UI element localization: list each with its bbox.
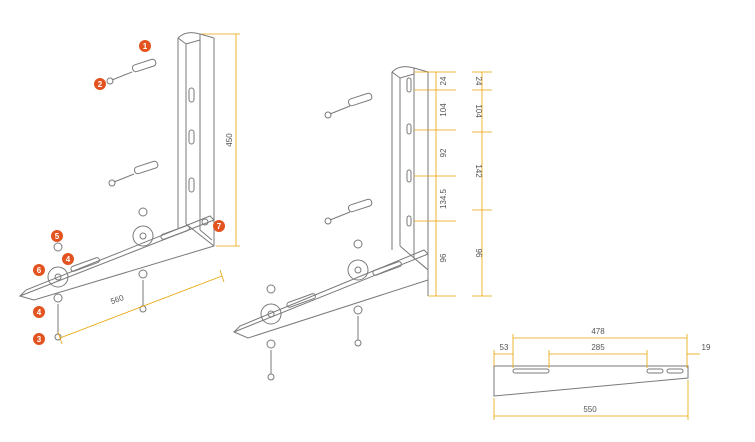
callout-label: 2 (98, 80, 103, 89)
arm-detail-profile (493, 365, 689, 397)
dim-arm-total-slot (512, 334, 688, 368)
dim-label-middle-seg-5: 96 (439, 253, 448, 262)
callout-label: 7 (217, 222, 222, 231)
left-arm-slot (160, 225, 190, 240)
left-washer-hole (139, 232, 147, 240)
arm-detail-slot (646, 368, 664, 374)
arm-detail-slot (666, 368, 684, 374)
middle-post-slot (406, 169, 412, 183)
left-post-slot (188, 177, 195, 193)
middle-wall-anchor (324, 198, 373, 225)
dim-label-arm-overall: 550 (583, 405, 597, 414)
middle-arm-slot (372, 261, 402, 276)
middle-wall-anchor (324, 92, 373, 119)
dim-label-arm-total-slot: 478 (591, 327, 605, 336)
left-wall-anchor (106, 58, 157, 85)
left-bracket (18, 32, 215, 341)
arm-detail-slot (512, 368, 550, 374)
left-horizontal-arm (18, 215, 215, 301)
left-vertical-post (177, 32, 215, 246)
dim-label-middle-right-4: 96 (474, 249, 483, 258)
middle-horizontal-arm (232, 249, 429, 339)
middle-brace (399, 245, 429, 271)
left-post-slot (188, 87, 195, 103)
dim-label-middle-seg-4: 134.5 (439, 188, 448, 209)
callout-label: 6 (37, 266, 42, 275)
middle-post-slot (406, 215, 412, 227)
callout-label: 1 (143, 42, 148, 51)
middle-nut (353, 305, 363, 315)
left-wall-anchor (108, 160, 159, 187)
dim-label-left-arm: 560 (109, 293, 125, 306)
middle-nut (266, 284, 276, 294)
dim-label-middle-seg-1: 24 (439, 76, 448, 85)
dim-label-left-height: 450 (225, 133, 234, 147)
middle-washer-hole (354, 266, 362, 274)
callout-badge: 1 (139, 40, 151, 52)
middle-nut (353, 239, 363, 249)
callout-badge: 6 (33, 264, 45, 276)
middle-washer (260, 303, 282, 325)
left-arm-slot (70, 257, 100, 272)
dim-label-middle-right-2: 104 (474, 104, 483, 118)
dim-label-middle-right-1: 24 (474, 77, 483, 86)
middle-bracket (232, 66, 429, 381)
left-washer (47, 266, 69, 288)
dim-label-middle-seg-2: 104 (439, 103, 448, 117)
callout-badge: 5 (51, 230, 63, 242)
dim-arm-overall (493, 380, 689, 420)
callout-badge: 7 (213, 220, 225, 232)
callout-badge: 4 (62, 253, 74, 265)
left-nut (53, 242, 63, 252)
dim-label-middle-right-3: 142 (474, 164, 483, 178)
callout-badge: 4 (33, 306, 45, 318)
middle-post-slot (406, 123, 412, 135)
dim-left-arm (57, 269, 225, 345)
left-washer-hole (54, 273, 62, 281)
left-nut (138, 207, 148, 217)
callout-label: 3 (37, 335, 42, 344)
middle-washer (347, 259, 369, 281)
middle-post-slot (406, 77, 412, 93)
callout-label: 4 (66, 255, 71, 264)
middle-washer-hole (267, 310, 275, 318)
callout-label: 4 (37, 308, 42, 317)
left-nut (138, 269, 148, 279)
dim-arm-sub-slots (493, 350, 700, 368)
middle-vertical-post (391, 66, 429, 296)
left-bolt-head (54, 333, 62, 341)
dim-label-arm-left-offset: 53 (500, 343, 509, 352)
dim-middle-right-column (472, 71, 492, 297)
dim-left-height (202, 33, 240, 247)
middle-arm-slot (286, 293, 316, 308)
left-brace (185, 223, 215, 247)
left-post-top (177, 37, 201, 45)
dim-label-middle-seg-3: 92 (439, 148, 448, 157)
dim-label-arm-right-offset: 19 (702, 343, 711, 352)
callout-badge: 3 (33, 333, 45, 345)
left-nut (201, 218, 209, 226)
middle-nut (266, 339, 276, 349)
left-washer (132, 225, 154, 247)
middle-bolt-head (267, 373, 275, 381)
middle-bolt-head (354, 339, 362, 347)
arm-detail (493, 365, 689, 397)
callout-badge: 2 (94, 78, 106, 90)
left-post-slot (188, 129, 195, 145)
dim-middle-left-column (414, 71, 456, 297)
callout-label: 5 (55, 232, 60, 241)
dim-label-arm-center-slot: 285 (591, 343, 605, 352)
middle-post-top (391, 71, 415, 79)
left-nut (53, 293, 63, 303)
